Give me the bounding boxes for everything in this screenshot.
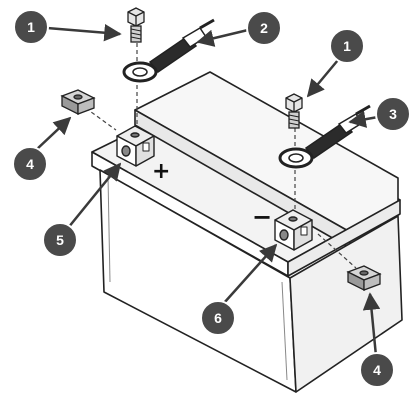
nut-right (346, 265, 382, 292)
positive-sign: + (152, 159, 170, 184)
callout-badge (42, 222, 78, 258)
bolt-right (285, 93, 303, 129)
nut-left (60, 89, 96, 116)
callout-badge (12, 146, 48, 182)
svg-text:2: 2 (260, 20, 268, 36)
svg-text:4: 4 (26, 156, 34, 172)
callout-nut-right: 4 (359, 352, 395, 388)
callout-positive-terminal: 5 (42, 222, 78, 258)
callout-badge (375, 96, 410, 132)
negative-terminal (274, 209, 313, 251)
callout-positive-cable: 2 (246, 10, 282, 46)
callout-negative-cable: 3 (375, 96, 410, 132)
positive-terminal (116, 125, 155, 167)
negative-sign: − (252, 203, 272, 231)
callout-badge (359, 352, 395, 388)
positive-cable (122, 18, 215, 83)
callout-negative-terminal: 6 (200, 300, 236, 336)
callout-bolt-right: 1 (329, 28, 365, 64)
battery-case-side (289, 215, 403, 393)
battery (91, 71, 403, 393)
bolt-left (127, 7, 145, 43)
svg-text:1: 1 (343, 38, 351, 54)
callout-nut-left: 4 (12, 146, 48, 182)
callout-badge (200, 300, 236, 336)
callout-bolt-left: 1 (13, 9, 49, 45)
svg-text:4: 4 (373, 362, 381, 378)
callout-leaders (35, 23, 381, 357)
svg-text:6: 6 (214, 310, 222, 326)
callout-badge (13, 9, 49, 45)
svg-text:5: 5 (56, 232, 64, 248)
svg-text:3: 3 (389, 106, 397, 122)
svg-text:1: 1 (27, 19, 35, 35)
callout-badge (246, 10, 282, 46)
callout-badge (329, 28, 365, 64)
